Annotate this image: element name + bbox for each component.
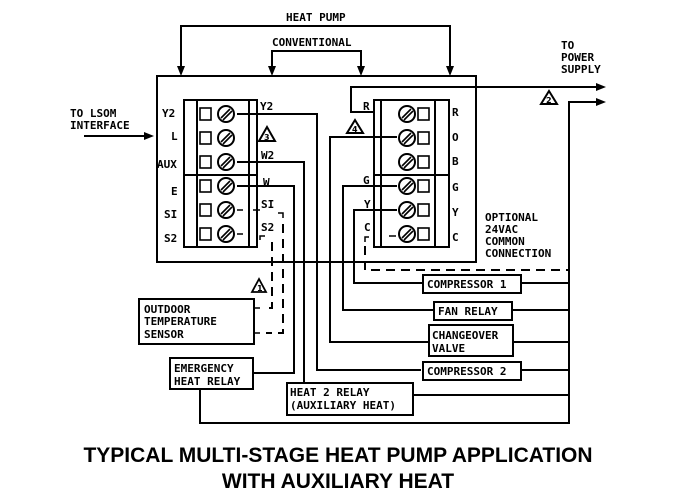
right-wires xyxy=(329,136,434,343)
terminal-screw-icon xyxy=(398,129,416,147)
note-marker-2: 2 xyxy=(539,89,559,105)
terminal-slot-icon xyxy=(199,227,212,241)
emergency-label-2: HEAT RELAY xyxy=(174,375,241,388)
right-terminal-block: R O B G Y C R G Y C xyxy=(363,99,459,248)
terminal-slot-icon xyxy=(417,203,430,217)
terminal-s1-label: SI xyxy=(164,208,177,221)
wire-s2-label: S2 xyxy=(261,221,274,234)
heat2-label-2: (AUXILIARY HEAT) xyxy=(290,399,396,412)
common-label-3: COMMON xyxy=(485,235,525,248)
terminal-slot-icon xyxy=(199,203,212,217)
wire-w-label: W xyxy=(263,176,270,189)
heat-pump-label: HEAT PUMP xyxy=(286,11,346,24)
wire-r-label: R xyxy=(363,100,370,113)
outdoor-sensor-label-3: SENSOR xyxy=(144,328,184,341)
terminal-b-label: B xyxy=(452,155,459,168)
terminal-screw-icon xyxy=(217,153,235,171)
changeover-label-1: CHANGEOVER xyxy=(432,329,499,342)
terminal-screw-icon xyxy=(217,105,235,123)
note-2-number: 2 xyxy=(546,96,552,105)
compressor1-label: COMPRESSOR 1 xyxy=(427,278,507,291)
compressor-2: COMPRESSOR 2 xyxy=(422,361,522,381)
note-marker-3: 3 xyxy=(257,124,277,142)
wire-y-label: Y xyxy=(364,198,371,211)
lsom-label-1: TO LSOM xyxy=(70,107,117,120)
terminal-aux-label: AUX xyxy=(157,158,177,171)
terminal-screw-icon xyxy=(398,153,416,171)
terminal-slot-icon xyxy=(417,131,430,145)
outdoor-temperature-sensor: OUTDOOR TEMPERATURE SENSOR xyxy=(138,298,260,345)
terminal-c-label: C xyxy=(452,231,459,244)
power-label-2: POWER xyxy=(561,51,594,64)
wire-g-label: G xyxy=(363,174,370,187)
arrow-icon xyxy=(144,132,154,140)
emergency-heat-relay: EMERGENCY HEAT RELAY xyxy=(169,357,254,390)
conventional-label: CONVENTIONAL xyxy=(272,36,352,49)
terminal-e-label: E xyxy=(171,185,178,198)
common-label-1: OPTIONAL xyxy=(485,211,538,224)
outdoor-sensor-label-2: TEMPERATURE xyxy=(144,315,217,328)
power-supply: TO POWER SUPPLY xyxy=(350,39,606,420)
conventional-bracket: CONVENTIONAL xyxy=(268,36,365,76)
lsom-interface: TO LSOM INTERFACE xyxy=(70,107,154,140)
compressor-1: COMPRESSOR 1 xyxy=(422,274,522,294)
terminal-slot-icon xyxy=(417,155,430,169)
terminal-g-label: G xyxy=(452,181,459,194)
terminal-screw-icon xyxy=(398,225,416,243)
lsom-label-2: INTERFACE xyxy=(70,119,130,132)
diagram-title-line-1: TYPICAL MULTI-STAGE HEAT PUMP APPLICATIO… xyxy=(83,444,592,467)
diagram-title-line-2: WITH AUXILIARY HEAT xyxy=(222,470,454,493)
terminal-slot-icon xyxy=(199,107,212,121)
common-label-4: CONNECTION xyxy=(485,247,551,260)
terminal-slot-icon xyxy=(199,179,212,193)
terminal-o-label: O xyxy=(452,131,459,144)
terminal-slot-icon xyxy=(417,107,430,121)
fan-relay: FAN RELAY xyxy=(433,301,513,321)
left-terminal-block: Y2 L AUX E SI S2 Y2 W2 W SI S2 xyxy=(157,99,274,248)
changeover-label-2: VALVE xyxy=(432,342,465,355)
terminal-screw-icon xyxy=(398,177,416,195)
terminal-screw-icon xyxy=(398,105,416,123)
common-bus xyxy=(199,282,570,424)
note-4-number: 4 xyxy=(352,125,358,134)
changeover-valve: CHANGEOVER VALVE xyxy=(428,324,514,357)
power-label-1: TO xyxy=(561,39,575,52)
heat-pump-bracket: HEAT PUMP xyxy=(177,11,454,76)
terminal-slot-icon xyxy=(417,227,430,241)
note-marker-4: 4 xyxy=(345,118,365,134)
wire-c-label: C xyxy=(364,221,371,234)
wire-s1-label: SI xyxy=(261,198,274,211)
optional-common-note: OPTIONAL 24VAC COMMON CONNECTION xyxy=(364,211,569,271)
note-3-number: 3 xyxy=(264,133,270,142)
terminal-screw-icon xyxy=(217,129,235,147)
terminal-screw-icon xyxy=(217,177,235,195)
note-marker-1: 1 xyxy=(250,277,268,293)
emergency-label-1: EMERGENCY xyxy=(174,362,234,375)
terminal-s2-label: S2 xyxy=(164,232,177,245)
terminal-slot-icon xyxy=(417,179,430,193)
arrow-icon xyxy=(596,83,606,91)
wire-y2-label: Y2 xyxy=(260,100,273,113)
note-1-number: 1 xyxy=(257,284,263,293)
terminal-slot-icon xyxy=(199,155,212,169)
heat-2-relay: HEAT 2 RELAY (AUXILIARY HEAT) xyxy=(286,382,414,416)
terminal-screw-icon xyxy=(217,201,235,219)
heat2-label-1: HEAT 2 RELAY xyxy=(290,386,370,399)
common-label-2: 24VAC xyxy=(485,223,518,236)
terminal-screw-icon xyxy=(398,201,416,219)
terminal-y2-label: Y2 xyxy=(162,107,175,120)
terminal-y-label: Y xyxy=(452,206,459,219)
terminal-screw-icon xyxy=(217,225,235,243)
power-label-3: SUPPLY xyxy=(561,63,601,76)
outdoor-sensor-label-1: OUTDOOR xyxy=(144,303,191,316)
wire-w2-label: W2 xyxy=(261,149,274,162)
terminal-l-label: L xyxy=(171,130,178,143)
terminal-slot-icon xyxy=(199,131,212,145)
arrow-icon xyxy=(596,98,606,106)
fan-relay-label: FAN RELAY xyxy=(438,305,498,318)
terminal-r-label: R xyxy=(452,106,459,119)
compressor2-label: COMPRESSOR 2 xyxy=(427,365,506,378)
